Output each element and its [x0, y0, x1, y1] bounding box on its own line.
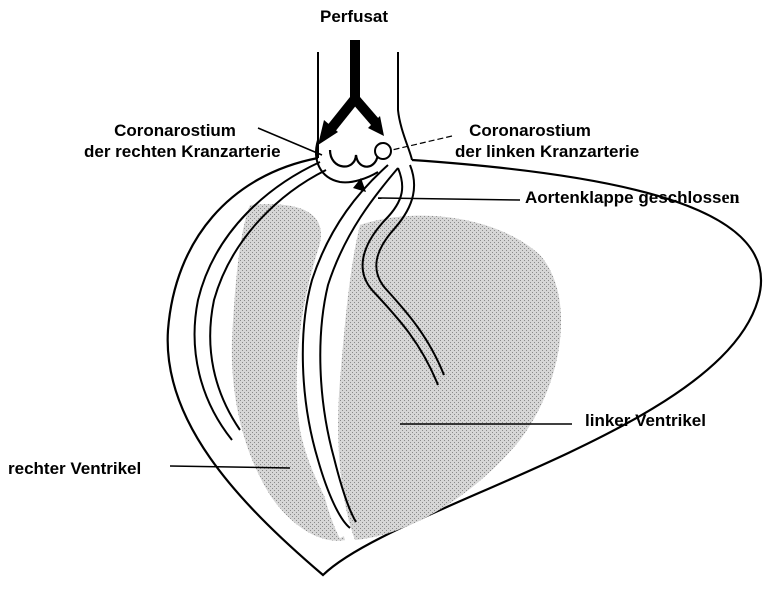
valve-label: Aortenklappe geschlossen — [525, 187, 740, 208]
aortic-root — [316, 140, 378, 182]
valve-label-suffix: en — [722, 187, 740, 207]
perfusate-arrow-right-branch — [356, 100, 375, 122]
right-ostium — [330, 150, 378, 167]
perfusate-label: Perfusat — [320, 6, 388, 27]
left-ostium-label-line2: der linken Kranzarterie — [455, 141, 639, 162]
leader-left-ostium — [392, 136, 452, 150]
left-ostium-label: Coronarostium — [455, 120, 605, 141]
aorta-right-wall — [398, 52, 412, 160]
perfusate-arrow-left-branch — [330, 100, 354, 130]
right-ventricle-label: rechter Ventrikel — [8, 458, 141, 479]
perfusate-arrow-shaft — [350, 40, 360, 106]
valve-marker — [353, 178, 366, 192]
left-ventricle-area — [338, 216, 561, 540]
right-ostium-label: Coronarostium — [100, 120, 250, 141]
right-ostium-label-line2: der rechten Kranzarterie — [84, 141, 281, 162]
valve-label-main: Aortenklappe geschloss — [525, 188, 722, 207]
right-ostium-label-line1: Coronarostium — [100, 120, 250, 141]
left-ostium — [375, 143, 391, 159]
left-ostium-label-line1: Coronarostium — [455, 120, 605, 141]
left-ventricle-label: linker Ventrikel — [585, 410, 706, 431]
